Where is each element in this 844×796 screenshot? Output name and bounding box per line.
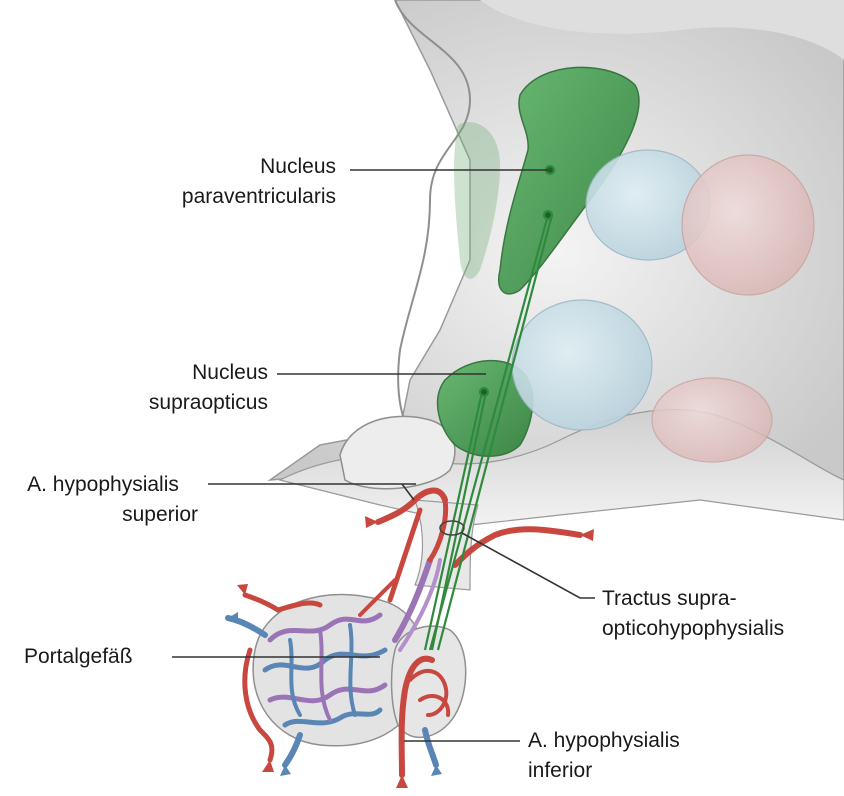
- arrow-in-icon: [262, 760, 274, 772]
- nucleus-supraopticus-shape: [436, 359, 534, 457]
- label-line: Portalgefäß: [24, 645, 133, 668]
- tissue-upper-right: [480, 0, 844, 60]
- optic-chiasm: [339, 415, 456, 490]
- neuron-soma-dot: [542, 209, 554, 221]
- label-nucleus-paraventricularis: Nucleus paraventricularis: [140, 152, 336, 212]
- artery-left-gland: [242, 592, 323, 613]
- vessel-capillary: [288, 638, 302, 717]
- label-line: Nucleus: [192, 361, 268, 384]
- artery-inferior: [398, 655, 435, 778]
- artery-capillary: [358, 578, 397, 617]
- nucleus-pink-lower: [651, 377, 773, 463]
- neuron-soma-dot: [478, 386, 490, 398]
- vessel-capillary: [262, 647, 388, 673]
- artery-superior-branch: [387, 507, 423, 603]
- vessel-capillary: [267, 612, 383, 643]
- arrow-in-icon: [396, 775, 408, 788]
- vessel-vein-out: [282, 732, 303, 768]
- artery-left-gland: [242, 647, 275, 763]
- label-line: A. hypophysialis: [528, 729, 680, 752]
- artery-inferior-loop: [408, 669, 449, 717]
- vessel-vein-out: [422, 727, 439, 768]
- label-line: superior: [122, 503, 198, 526]
- label-a-hypophysialis-superior: A. hypophysialis superior: [8, 470, 198, 530]
- artery-superior-left: [375, 487, 448, 525]
- artery-inferior-loop: [418, 694, 451, 717]
- fiber-paraventricular: [428, 214, 550, 651]
- vessel-capillary: [282, 707, 383, 728]
- tractus-marker-ring: [439, 520, 465, 536]
- pituitary-stalk: [414, 499, 479, 591]
- vessel-capillary: [318, 628, 332, 722]
- vessel-capillary: [267, 682, 388, 704]
- label-line: Tractus supra-: [602, 587, 737, 610]
- label-a-hypophysialis-inferior: A. hypophysialis inferior: [528, 726, 728, 786]
- flow-arrows-out: [228, 612, 442, 776]
- label-line: supraopticus: [148, 391, 268, 414]
- arrow-in-icon: [365, 516, 378, 528]
- vessel-portal: [398, 558, 442, 652]
- label-nucleus-supraopticus: Nucleus supraopticus: [100, 358, 268, 418]
- label-tractus-supraopticohypophysialis: Tractus supra- opticohypophysialis: [602, 584, 838, 644]
- arteries: [242, 487, 583, 778]
- vessel-capillary: [348, 623, 357, 717]
- leader-lines: [172, 169, 595, 742]
- arrow-out-icon: [431, 765, 442, 776]
- arrow-in-icon: [580, 529, 594, 541]
- label-line: A. hypophysialis: [27, 473, 179, 496]
- nucleus-pink-upper: [681, 154, 815, 296]
- leader-hyp-superior-tick: [401, 483, 415, 501]
- label-line: opticohypophysialis: [602, 617, 785, 640]
- arrow-out-icon: [280, 765, 291, 776]
- arrow-in-icon: [237, 584, 248, 595]
- flow-arrows: [237, 516, 594, 788]
- label-portalgefaess: Portalgefäß: [24, 642, 174, 672]
- nucleus-faded-left: [454, 121, 500, 279]
- leader-tractus: [461, 532, 595, 599]
- label-line: paraventricularis: [181, 185, 336, 208]
- nuclei: [436, 66, 815, 463]
- label-line: inferior: [528, 759, 593, 782]
- vessel-portal: [392, 557, 433, 643]
- tractus-fibers: [423, 164, 556, 651]
- nucleus-blue-lower: [511, 299, 653, 431]
- fiber-paraventricular-2: [436, 214, 554, 651]
- arrow-out-icon: [228, 612, 238, 624]
- artery-superior-right: [452, 526, 583, 568]
- label-line: Nucleus: [260, 155, 336, 178]
- fiber-supraoptic-2: [430, 391, 488, 651]
- third-ventricle-outline: [394, 0, 472, 441]
